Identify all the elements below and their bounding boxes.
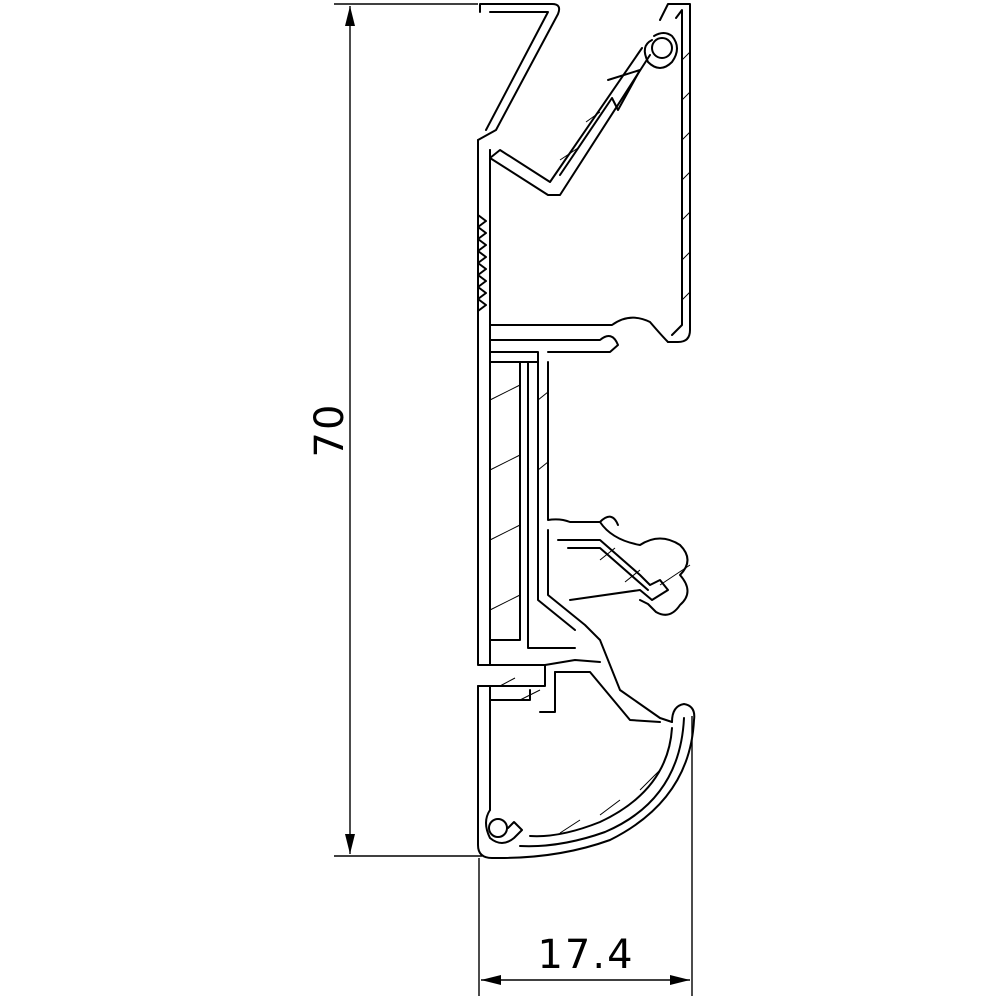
- height-dimension-label: 70: [307, 403, 353, 458]
- bottom-screw-hole: [488, 818, 508, 838]
- width-dimension: 17.4: [478, 716, 693, 996]
- aluminium-profile: [477, 3, 696, 859]
- middle-shelf: [489, 316, 669, 363]
- lower-clip: [557, 521, 691, 616]
- right-upper-wall: [559, 3, 691, 343]
- height-dimension: 70: [307, 3, 482, 857]
- back-wall: [477, 139, 501, 859]
- central-channel: [489, 361, 673, 723]
- top-pin-hole: [651, 37, 673, 59]
- width-dimension-label: 17.4: [537, 932, 634, 978]
- curved-lens-chamber: [485, 703, 696, 859]
- bottom-step: [477, 659, 661, 723]
